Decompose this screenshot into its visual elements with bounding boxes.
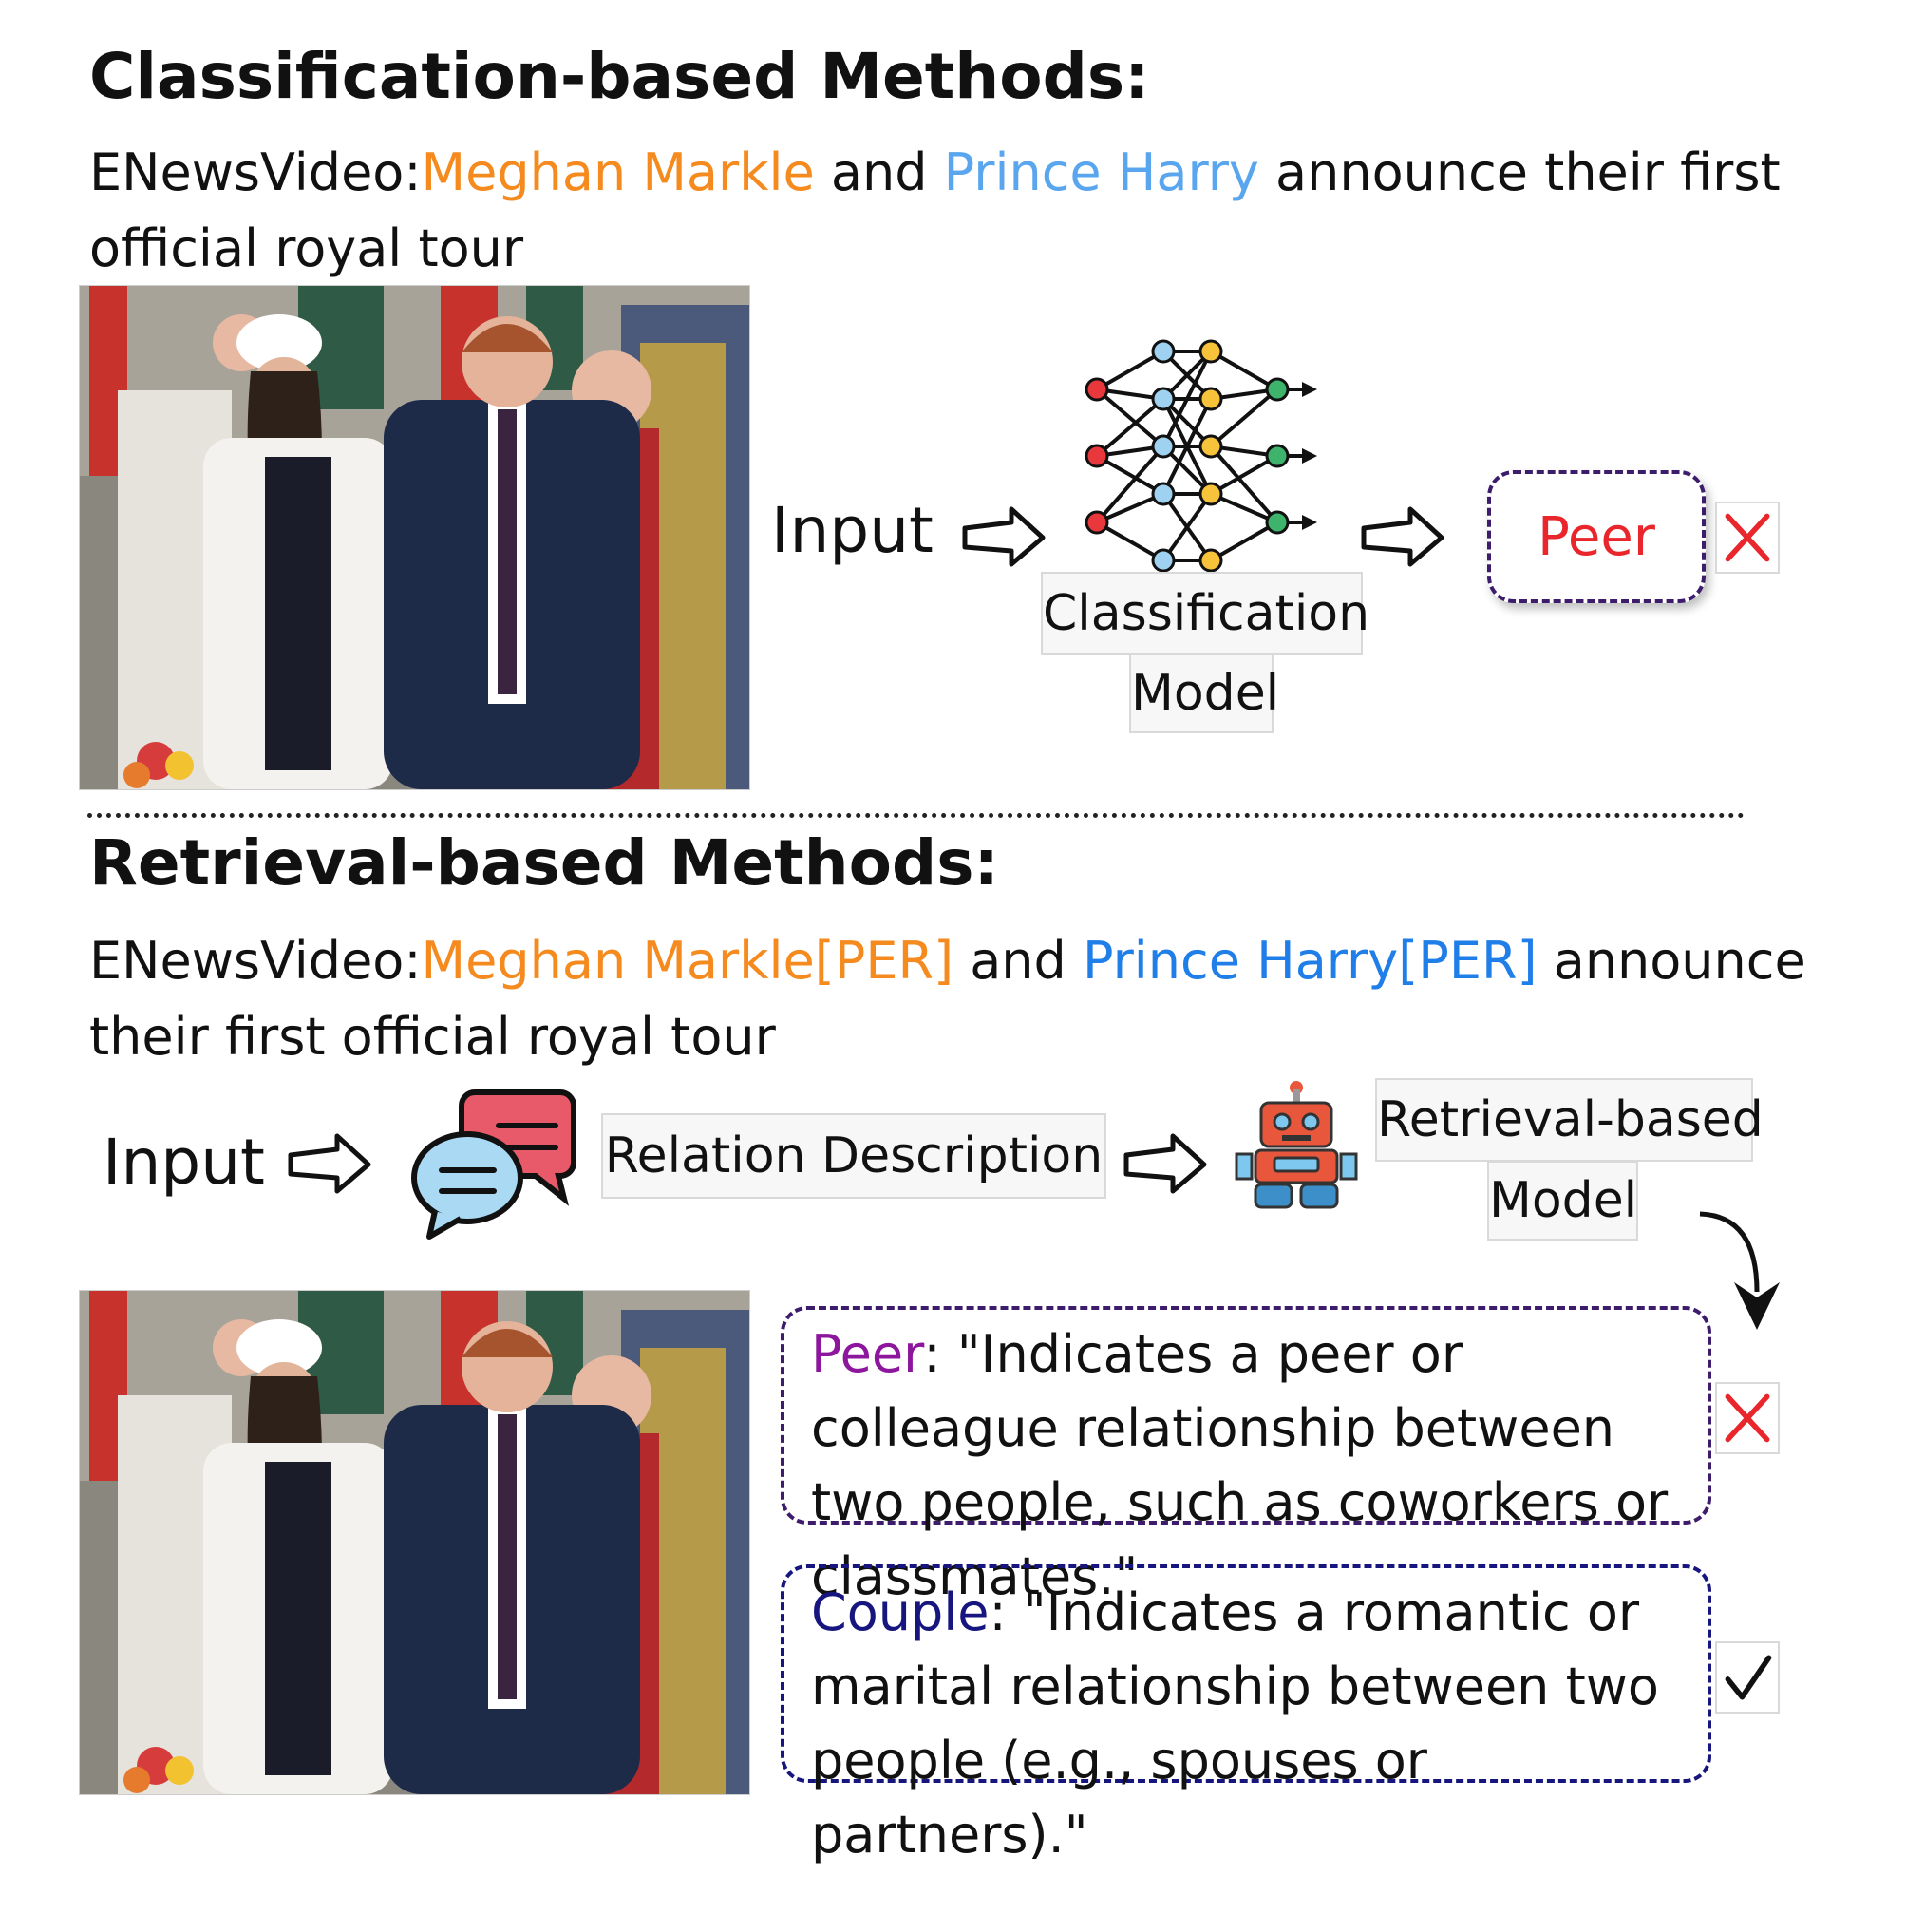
arrow-right-icon — [1349, 503, 1458, 570]
curved-arrow-icon — [1699, 1211, 1780, 1330]
retrieval-model-label-line1: Retrieval-based — [1375, 1078, 1764, 1162]
arrow-right-icon — [1111, 1130, 1220, 1197]
classification-caption: ENewsVideo:Meghan Markle and Prince Harr… — [89, 135, 1818, 287]
cross-icon — [1715, 1382, 1780, 1454]
relation-description-label: Relation Description — [601, 1113, 1106, 1199]
retrieval-caption: ENewsVideo:Meghan Markle[PER] and Prince… — [89, 923, 1818, 1075]
caption-rest: announce their first official royal tour — [89, 142, 1781, 278]
caption-entity-2: Prince Harry[PER] — [1082, 931, 1538, 991]
candidate-description-couple: Couple: "Indicates a romantic or marital… — [811, 1576, 1694, 1872]
prediction-box: Peer — [1487, 470, 1706, 603]
candidate-name-couple: Couple — [811, 1582, 990, 1642]
retrieval-model-label-line2: Model — [1487, 1161, 1638, 1241]
news-photo-bottom — [79, 1290, 750, 1795]
section-divider — [87, 813, 1745, 818]
candidate-text-peer: : "Indicates a peer or colleague relatio… — [811, 1324, 1669, 1606]
candidate-text-couple: : "Indicates a romantic or marital relat… — [811, 1582, 1659, 1865]
candidate-name-peer: Peer — [811, 1324, 924, 1384]
prediction-label: Peer — [1538, 505, 1655, 568]
classification-input-label: Input — [771, 494, 934, 567]
neural-network-icon — [1085, 339, 1317, 573]
caption-prefix: ENewsVideo: — [89, 142, 422, 202]
retrieval-heading: Retrieval-based Methods: — [89, 826, 999, 900]
classification-model-label-line2: Model — [1129, 653, 1279, 733]
news-photo-top — [79, 285, 750, 790]
caption-entity-1: Meghan Markle[PER] — [421, 931, 954, 991]
caption-prefix: ENewsVideo: — [89, 931, 422, 991]
arrow-right-icon — [950, 503, 1059, 570]
chat-bubbles-icon — [411, 1089, 576, 1240]
retrieval-input-label: Input — [103, 1126, 265, 1199]
caption-entity-1: Meghan Markle — [421, 142, 815, 202]
caption-rest: announce their first official royal tour — [89, 931, 1806, 1067]
news-photo-image — [80, 1291, 749, 1794]
caption-and: and — [814, 142, 944, 202]
classification-heading: Classification-based Methods: — [89, 40, 1150, 113]
caption-entity-2: Prince Harry — [943, 142, 1259, 202]
check-icon — [1715, 1641, 1780, 1714]
arrow-right-icon — [275, 1130, 385, 1197]
classification-model-label-line1: Classification — [1041, 572, 1369, 655]
robot-icon — [1235, 1081, 1358, 1209]
candidate-box-peer: Peer: "Indicates a peer or colleague rel… — [781, 1306, 1711, 1606]
candidate-description-peer: Peer: "Indicates a peer or colleague rel… — [811, 1317, 1694, 1614]
news-photo-image — [80, 286, 749, 789]
caption-and: and — [953, 931, 1083, 991]
cross-icon — [1715, 502, 1780, 574]
candidate-box-couple: Couple: "Indicates a romantic or marital… — [781, 1564, 1711, 1865]
